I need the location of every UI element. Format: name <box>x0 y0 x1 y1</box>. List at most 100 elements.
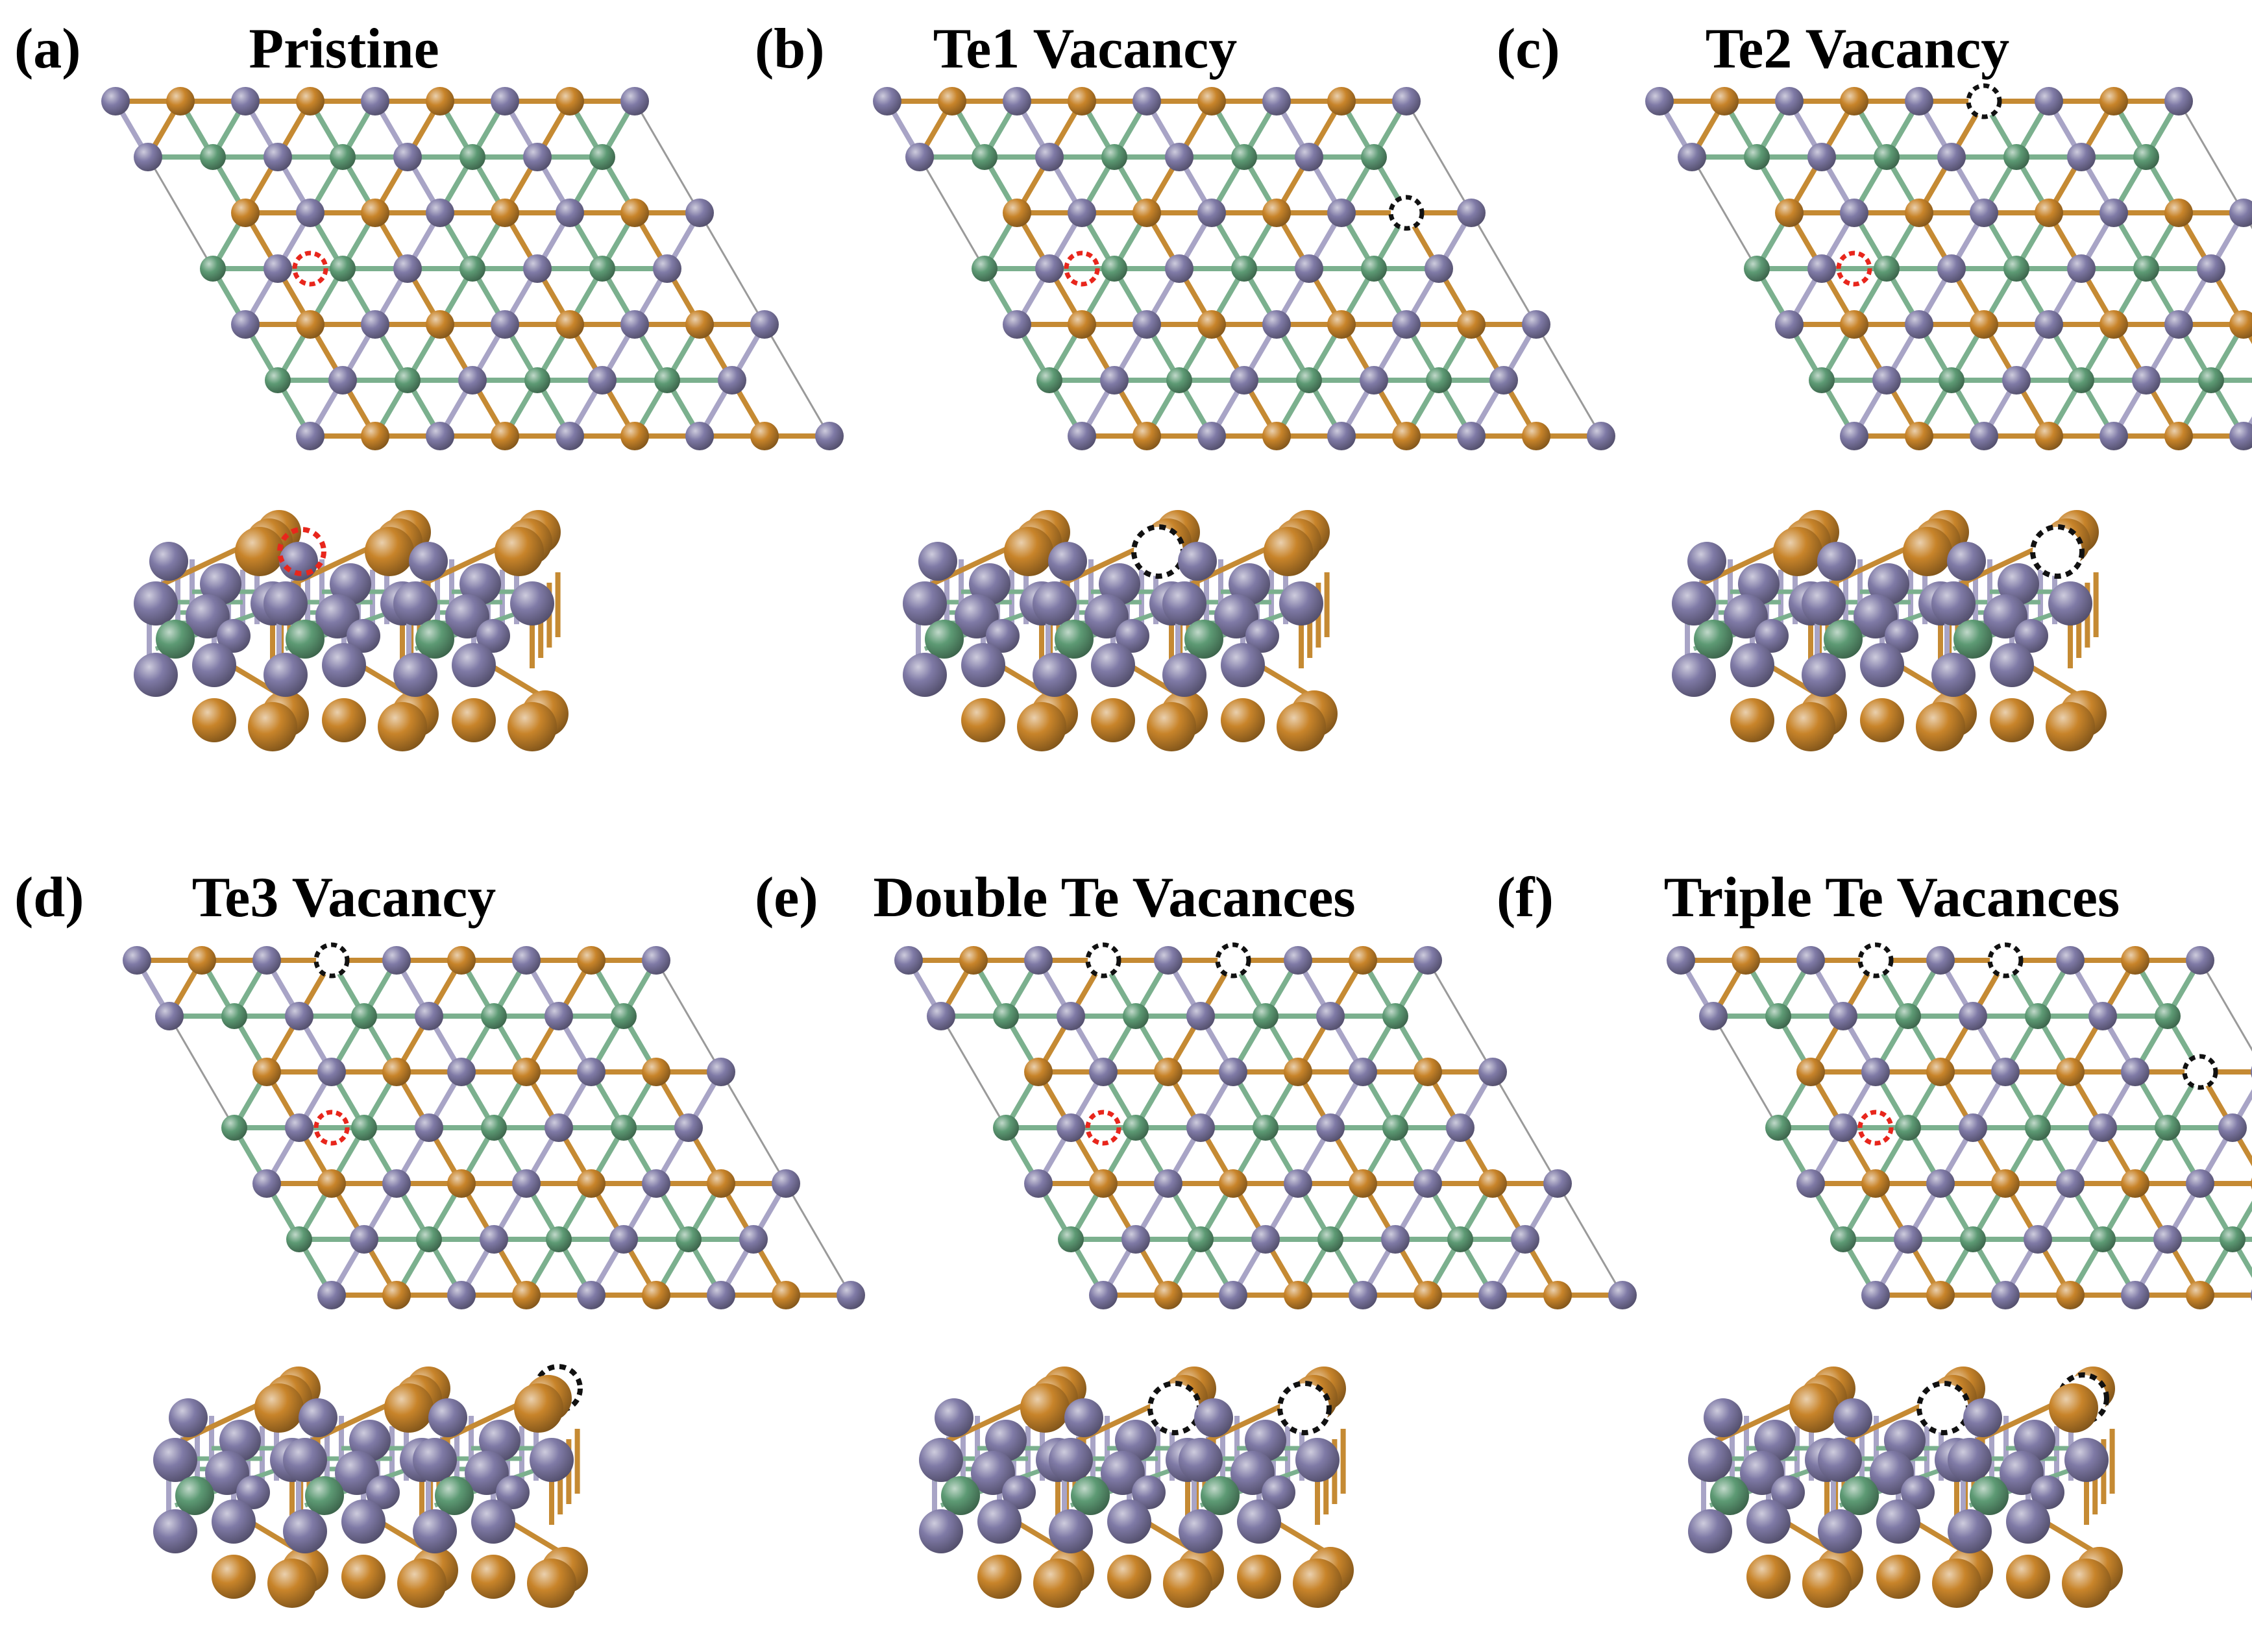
orange-atom <box>620 422 649 450</box>
te-atom <box>919 1438 963 1482</box>
orange-atom <box>556 310 584 339</box>
green-atom <box>330 144 356 170</box>
green-atom <box>2068 367 2094 393</box>
te-atom <box>1818 1509 1862 1553</box>
green-atom <box>546 1226 572 1252</box>
te-atom <box>1672 581 1716 626</box>
te-atom <box>1901 1476 1935 1509</box>
te-atom <box>642 1169 670 1198</box>
te-atom <box>1990 643 2034 687</box>
te-atom <box>1587 422 1615 450</box>
orange-atom <box>2121 1169 2149 1198</box>
orange-atom <box>361 199 389 227</box>
te-atom <box>1121 1225 1150 1254</box>
te-atom <box>134 653 178 697</box>
te-atom <box>1755 619 1789 653</box>
orange-atom <box>248 702 297 751</box>
te-atom <box>2164 87 2193 115</box>
te-atom <box>426 199 454 227</box>
green-atom <box>1382 1003 1408 1029</box>
orange-atom <box>1068 87 1096 115</box>
te-atom <box>1221 643 1265 687</box>
te-atom <box>1645 87 1674 115</box>
green-atom <box>611 1115 637 1141</box>
te-atom <box>2035 87 2063 115</box>
orange-atom <box>1710 87 1739 115</box>
orange-atom <box>1926 1281 1955 1309</box>
green-atom <box>481 1003 507 1029</box>
te-atom <box>458 366 487 395</box>
te-atom <box>2064 1438 2109 1482</box>
orange-atom <box>1543 1281 1572 1309</box>
orange-atom <box>750 422 779 450</box>
te-atom <box>1262 87 1291 115</box>
orange-atom <box>642 1281 670 1309</box>
green-atom <box>589 256 615 282</box>
te-atom <box>1861 1281 1890 1309</box>
green-atom <box>2090 1226 2116 1252</box>
te-atom <box>317 1281 346 1309</box>
te-atom <box>296 199 324 227</box>
green-atom <box>459 144 485 170</box>
te-atom <box>1132 310 1161 339</box>
te-atom <box>252 946 281 975</box>
green-atom <box>1184 620 1223 659</box>
orange-atom <box>296 87 324 115</box>
te-atom <box>1840 422 1868 450</box>
highlight-marker <box>1857 1110 1894 1146</box>
te-atom <box>1003 310 1031 339</box>
orange-atom <box>1905 422 1933 450</box>
te-atom <box>2006 1500 2050 1544</box>
green-atom <box>175 1476 214 1515</box>
green-atom <box>221 1003 247 1029</box>
te-atom <box>169 1398 208 1437</box>
orange-atom <box>577 946 606 975</box>
orange-atom <box>192 698 236 742</box>
highlight-marker <box>1064 250 1100 287</box>
te-atom <box>1057 1113 1085 1142</box>
green-atom <box>1166 367 1192 393</box>
te-atom <box>1688 1438 1732 1482</box>
orange-atom <box>447 1169 476 1198</box>
green-atom <box>2003 256 2029 282</box>
te-atom <box>2035 310 2063 339</box>
te-atom <box>186 594 230 638</box>
orange-atom <box>341 1555 386 1599</box>
te-atom <box>2000 1451 2044 1495</box>
te-atom <box>1035 143 1064 171</box>
te-atom <box>2002 366 2031 395</box>
orange-atom <box>1522 422 1550 450</box>
te-atom <box>1295 143 1323 171</box>
te-atom <box>1775 310 1804 339</box>
vacancy-marker <box>1916 1381 1971 1435</box>
te-atom <box>155 1002 184 1030</box>
te-atom <box>393 653 437 697</box>
te-atom <box>1229 563 1270 605</box>
panel-d-title: Te3 Vacancy <box>191 866 496 929</box>
top-view-2 <box>1645 83 2252 450</box>
te-atom <box>1414 946 1442 975</box>
te-atom <box>1991 1281 2020 1309</box>
orange-atom <box>1349 946 1377 975</box>
vacancy-marker <box>1388 195 1425 231</box>
top-view-3 <box>123 942 865 1309</box>
orange-atom <box>1132 422 1161 450</box>
te-atom <box>1089 1058 1118 1086</box>
orange-atom <box>1089 1169 1118 1198</box>
green-atom <box>459 256 485 282</box>
te-atom <box>1894 1225 1922 1254</box>
side-view-2 <box>1672 510 2107 751</box>
te-atom <box>1414 1169 1442 1198</box>
te-atom <box>685 422 714 450</box>
orange-atom <box>384 1383 434 1433</box>
orange-atom <box>471 1555 515 1599</box>
green-atom <box>1382 1115 1408 1141</box>
top-view-4 <box>894 942 1637 1309</box>
orange-atom <box>1414 1058 1442 1086</box>
te-atom <box>1970 199 1998 227</box>
te-atom <box>1116 619 1149 653</box>
green-atom <box>1765 1003 1791 1029</box>
orange-atom <box>296 310 324 339</box>
orange-atom <box>1068 310 1096 339</box>
